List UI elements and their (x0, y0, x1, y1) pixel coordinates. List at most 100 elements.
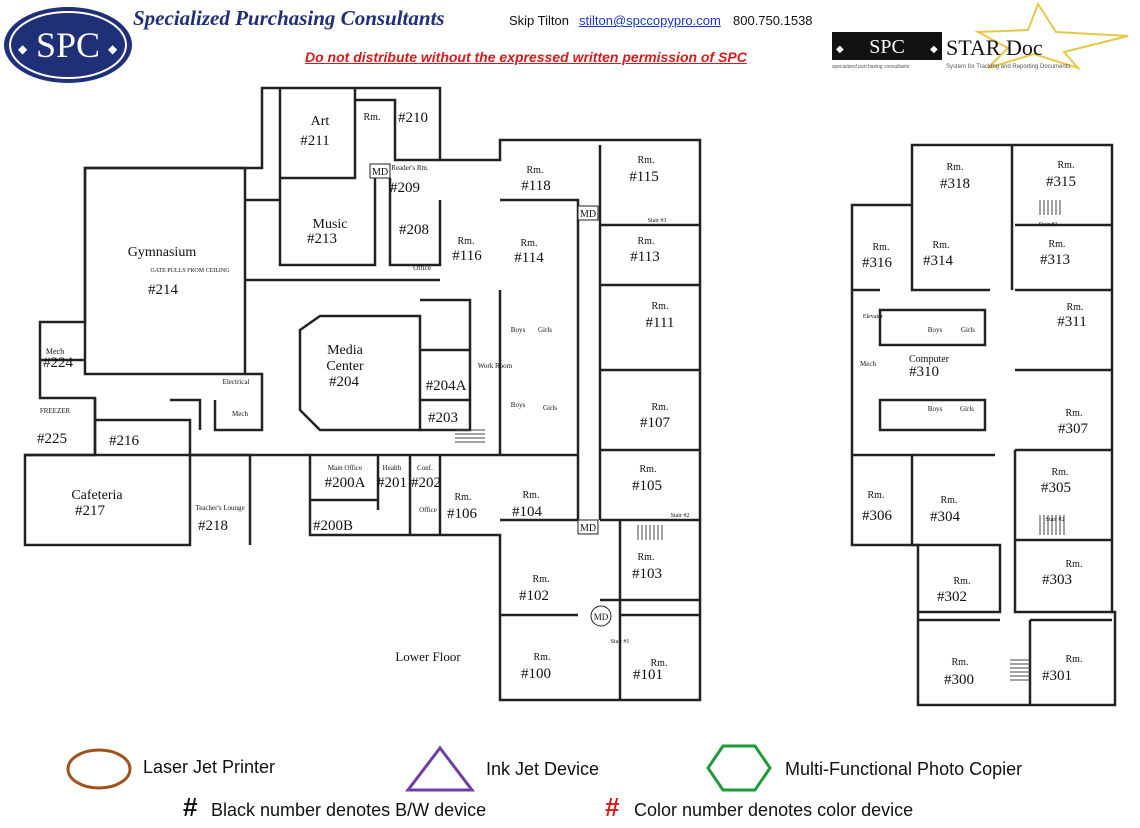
room-number: #305 (1041, 480, 1071, 496)
room-name: Rm. (933, 240, 950, 251)
room-name: Rm. (1058, 160, 1075, 171)
room-number: #315 (1046, 174, 1076, 190)
room-number: #313 (1040, 252, 1070, 268)
room-number: #318 (940, 176, 970, 192)
room-number: #316 (862, 255, 893, 271)
room-name: Mech (860, 360, 876, 368)
md-marker: MD (594, 612, 609, 622)
contact-email-link[interactable]: stilton@spccopypro.com (579, 13, 721, 28)
star-doc-logo: SPC ◆ ◆ STAR Doc specialized purchasing … (832, 2, 1129, 70)
stardoc-title: STAR Doc (946, 35, 1043, 60)
room-name: Office (413, 264, 431, 272)
svg-text:◆: ◆ (18, 42, 28, 56)
room-number: #105 (632, 478, 662, 494)
room-name: Rm. (364, 112, 381, 123)
room-name: Rm. (638, 155, 655, 166)
inkjet-device-symbol (404, 745, 476, 792)
mfp-copier-symbol (706, 744, 772, 792)
room-name: Art (311, 114, 330, 129)
stardoc-spc-text: SPC (869, 36, 905, 58)
room-name: Girls (538, 326, 552, 334)
color-hash-symbol: # (605, 792, 620, 822)
room-name: Rm. (533, 574, 550, 585)
room-name: Rm. (527, 165, 544, 176)
stair-label: Stair #1 (611, 639, 630, 645)
room-number: #302 (937, 589, 967, 605)
room-name: Center (326, 359, 364, 374)
md-marker: MD (580, 209, 596, 220)
room-name: Computer (909, 354, 950, 365)
room-number: #116 (452, 248, 482, 264)
stair-label: Stair #2 (671, 513, 690, 519)
stair-label: Stair #3 (1039, 222, 1058, 228)
room-name: Boys (511, 401, 526, 409)
room-name: Rm. (868, 490, 885, 501)
room-name: Elevator (863, 314, 883, 320)
room-name: Rm. (1067, 302, 1084, 313)
walls (23, 86, 702, 702)
room-number: #118 (521, 178, 550, 194)
room-name: Rm. (873, 242, 890, 253)
room-number: #204 (329, 374, 360, 390)
room-name: Boys (928, 405, 943, 413)
floor-label: Lower Floor (395, 649, 461, 664)
room-number: #210 (398, 110, 428, 126)
md-marker: MD (372, 167, 388, 178)
md-marker: MD (580, 523, 596, 534)
bw-hash-symbol: # (183, 792, 198, 822)
room-number: #209 (390, 180, 420, 196)
room-name: Girls (961, 326, 975, 334)
room-name: Cafeteria (71, 488, 123, 503)
room-name: Rm. (952, 657, 969, 668)
room-name: Music (313, 217, 348, 232)
room-name: Rm. (638, 236, 655, 247)
room-name: Rm. (941, 495, 958, 506)
room-name: Gymnasium (128, 245, 197, 260)
room-number: #218 (198, 518, 228, 534)
contact-name: Skip Tilton (509, 13, 569, 28)
room-name: Office (419, 506, 437, 514)
legend-bw-note: Black number denotes B/W device (211, 800, 487, 820)
room-name: Rm. (638, 552, 655, 563)
room-number: #100 (521, 666, 551, 682)
room-note: GATE PULLS FROM CEILING (150, 268, 230, 274)
room-name: Girls (543, 404, 557, 412)
room-number: #304 (930, 509, 961, 525)
stair-label: Stair #2 (1046, 517, 1065, 523)
contact-phone: 800.750.1538 (733, 13, 813, 28)
room-name: Rm. (1066, 559, 1083, 570)
room-number: #114 (514, 250, 544, 266)
room-name: Reader's Rm. (391, 164, 429, 172)
spc-logo: SPC ◆ ◆ (4, 7, 132, 83)
room-name: FREEZER (40, 407, 71, 415)
room-name: Rm. (523, 490, 540, 501)
room-name: Rm. (652, 402, 669, 413)
room-name: Rm. (651, 658, 668, 669)
room-name: Rm. (1066, 408, 1083, 419)
room-number: #303 (1042, 572, 1072, 588)
room-number: #201 (377, 475, 407, 491)
room-number: #300 (944, 672, 974, 688)
room-number: #200A (325, 475, 366, 491)
room-name: Girls (960, 405, 974, 413)
room-number: #301 (1042, 668, 1072, 684)
room-number: #101 (633, 667, 663, 683)
laser-printer-symbol (66, 748, 132, 790)
room-number: #216 (109, 433, 140, 449)
legend-mfp-label: Multi-Functional Photo Copier (785, 759, 1023, 779)
stairs (455, 200, 1065, 681)
room-number: #113 (630, 249, 659, 265)
svg-text:◆: ◆ (108, 42, 118, 56)
room-number: #104 (512, 504, 543, 520)
room-name: Rm. (458, 236, 475, 247)
room-labels: Art #211 Rm. #210 Reader's Rm. #209 #208… (37, 110, 1089, 688)
room-number: #107 (640, 415, 671, 431)
star-icon (974, 2, 1129, 70)
legend-color-note: Color number denotes color device (634, 800, 914, 820)
room-number: #211 (300, 133, 329, 149)
room-name: Mech (232, 410, 248, 418)
room-number: #224 (43, 355, 74, 371)
room-name: Rm. (652, 301, 669, 312)
room-number: #200B (313, 518, 353, 534)
room-name: Rm. (640, 464, 657, 475)
